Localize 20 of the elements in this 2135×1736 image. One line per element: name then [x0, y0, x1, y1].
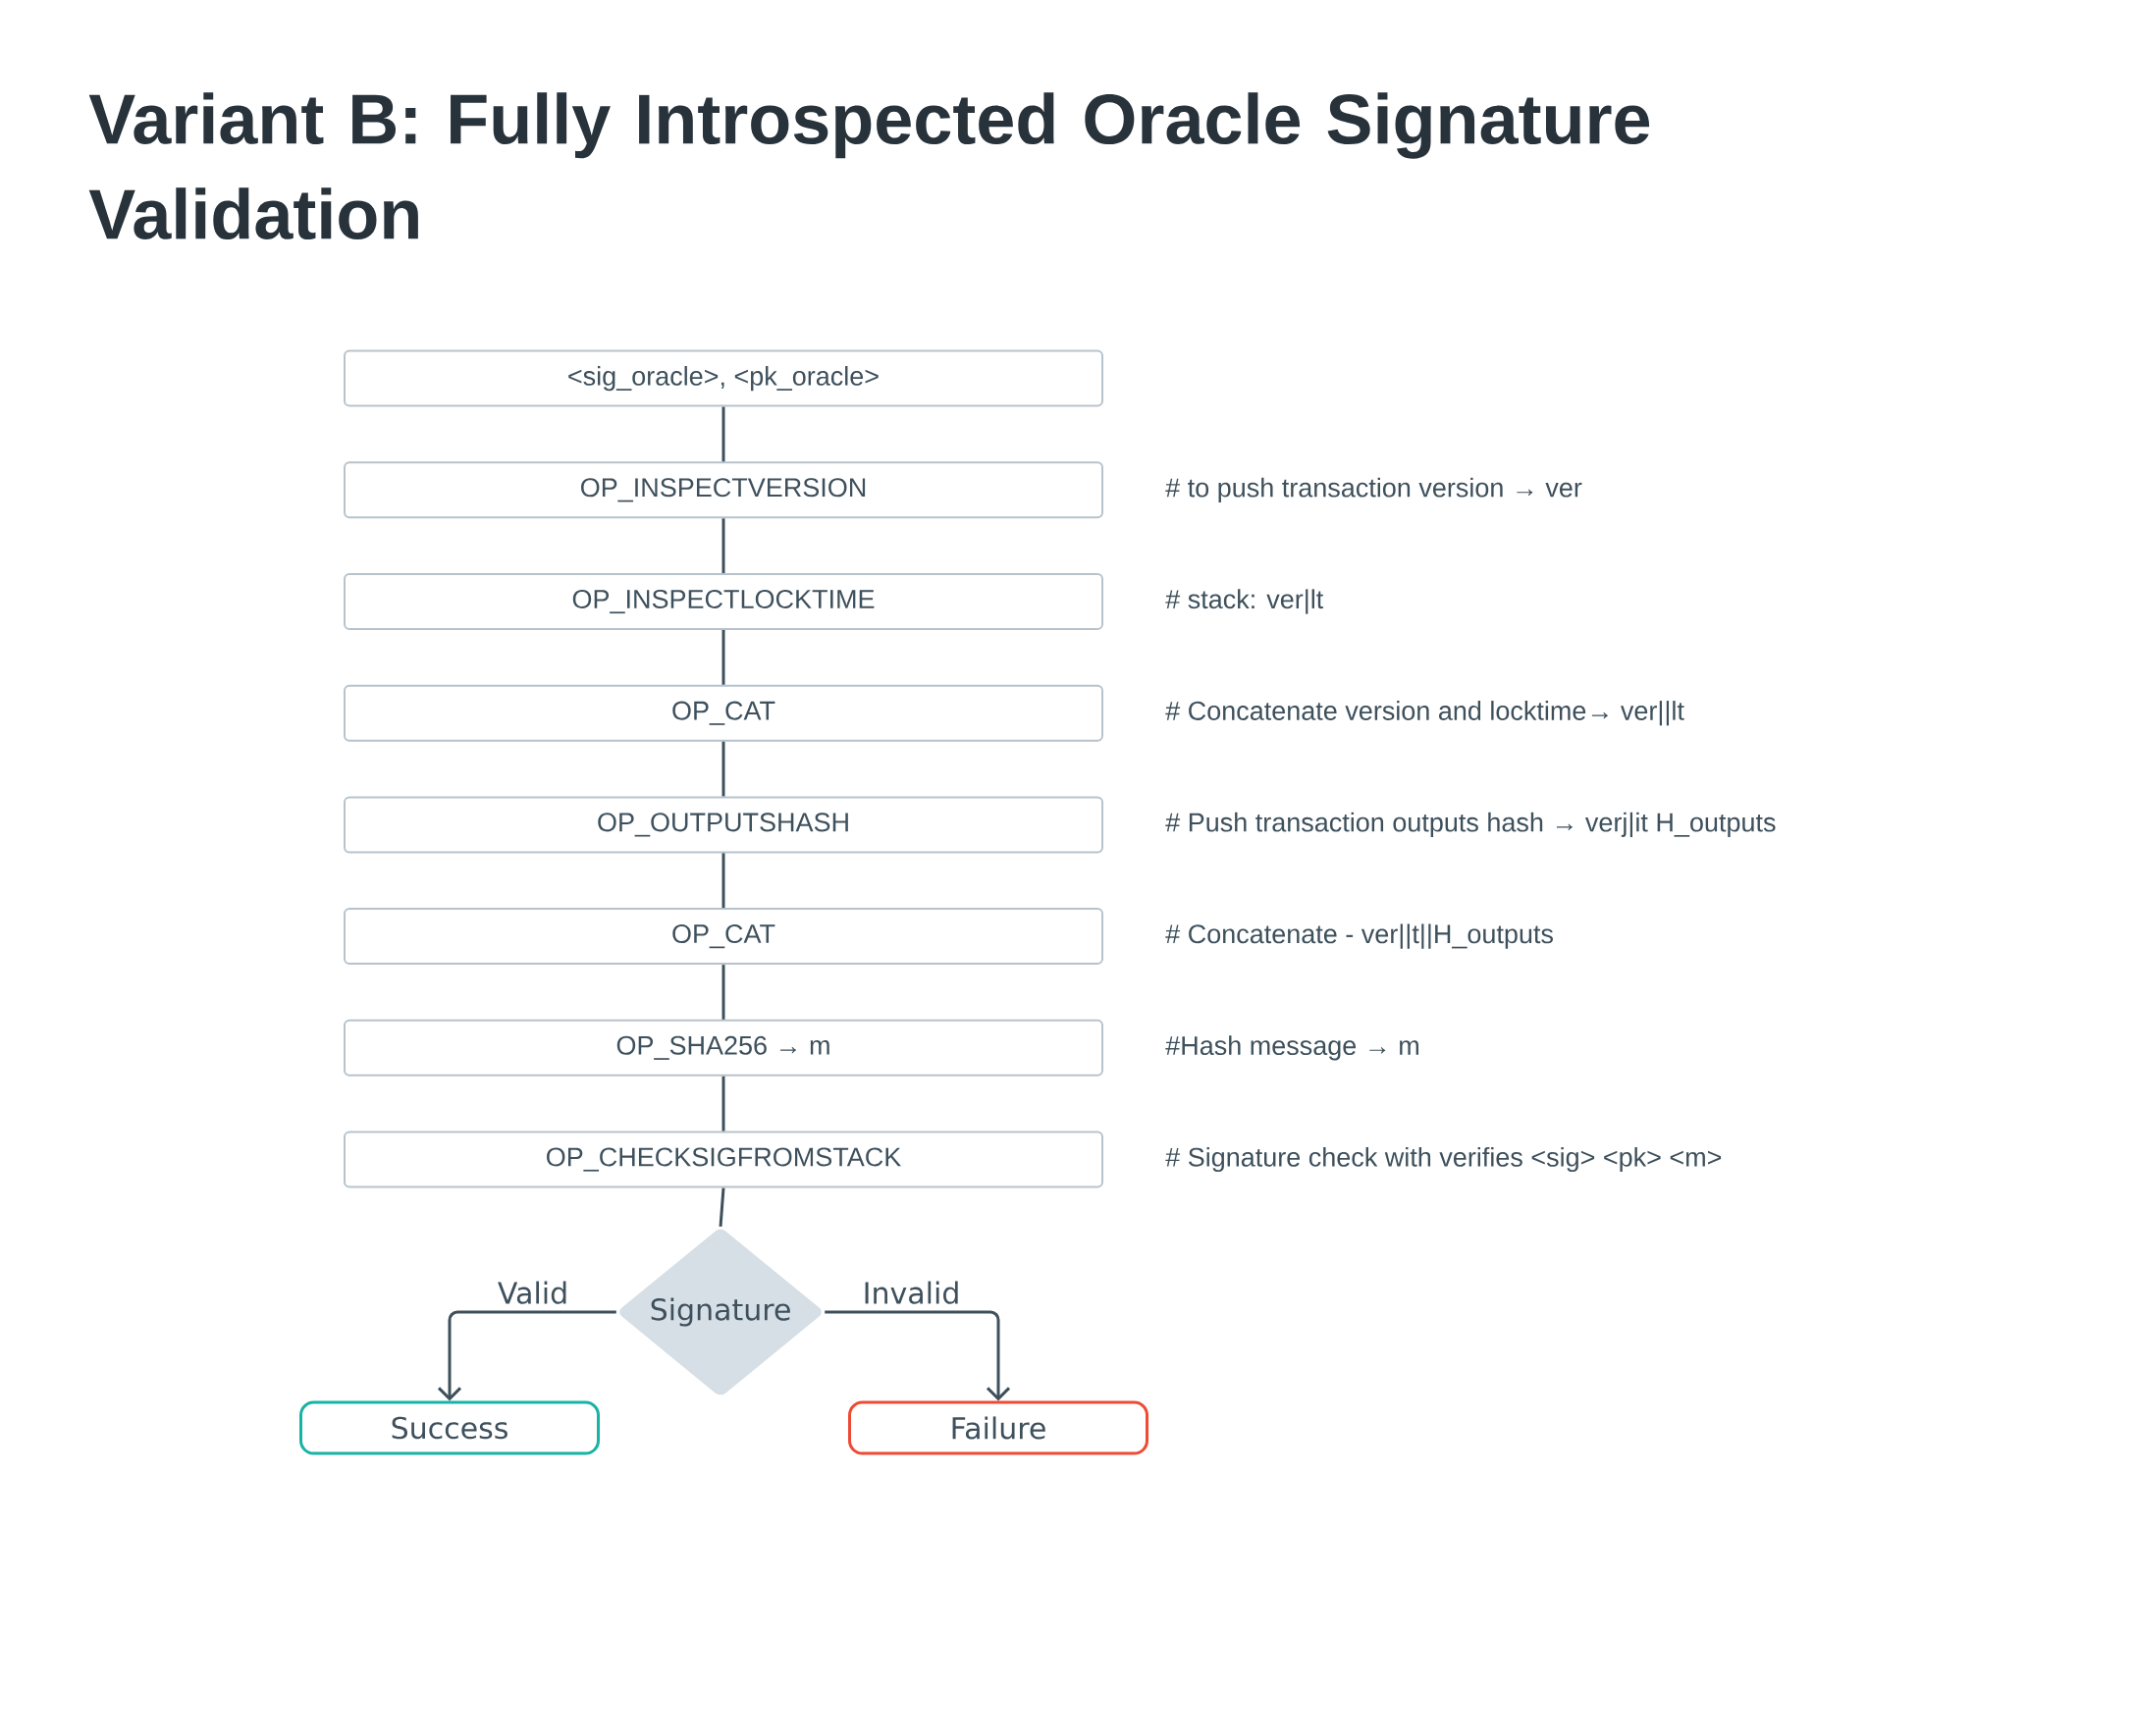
process-box: OP_INSPECTLOCKTIME — [344, 573, 1103, 630]
terminal-box: Success — [299, 1400, 600, 1455]
comment-text: # to push transaction version → ver — [1165, 477, 1582, 502]
comment-text: # stack: ver|lt — [1165, 589, 1324, 614]
title: Variant B: Fully Introspected Oracle Signature Validation — [88, 92, 1650, 240]
process-box: OP_INSPECTVERSION — [344, 461, 1103, 519]
comment-text: # Signature check with verifies <sig> <pk> <m> — [1165, 1146, 1722, 1173]
comment-text: # Concatenate - ver||t||H_outputs — [1165, 923, 1553, 949]
comment-text: #Hash message → m — [1165, 1035, 1418, 1061]
process-box: OP_CAT — [344, 684, 1103, 742]
process-box: OP_CHECKSIGFROMSTACK — [344, 1131, 1103, 1188]
terminal-box: Failure — [848, 1400, 1148, 1455]
process-box: <sig_oracle>, <pk_oracle> — [344, 349, 1103, 407]
process-box: OP_OUTPUTSHASH — [344, 796, 1103, 854]
comment-text: # Push transaction outputs hash → verj|it H_outputs — [1165, 812, 1776, 838]
comment-text: # Concatenate version and locktime→ ver||lt — [1165, 701, 1684, 726]
process-box: OP_SHA256 → m — [344, 1019, 1103, 1077]
edge-label: Invalid — [860, 1279, 963, 1306]
edge-label: Valid — [495, 1279, 571, 1306]
process-box: OP_CAT — [344, 908, 1103, 966]
